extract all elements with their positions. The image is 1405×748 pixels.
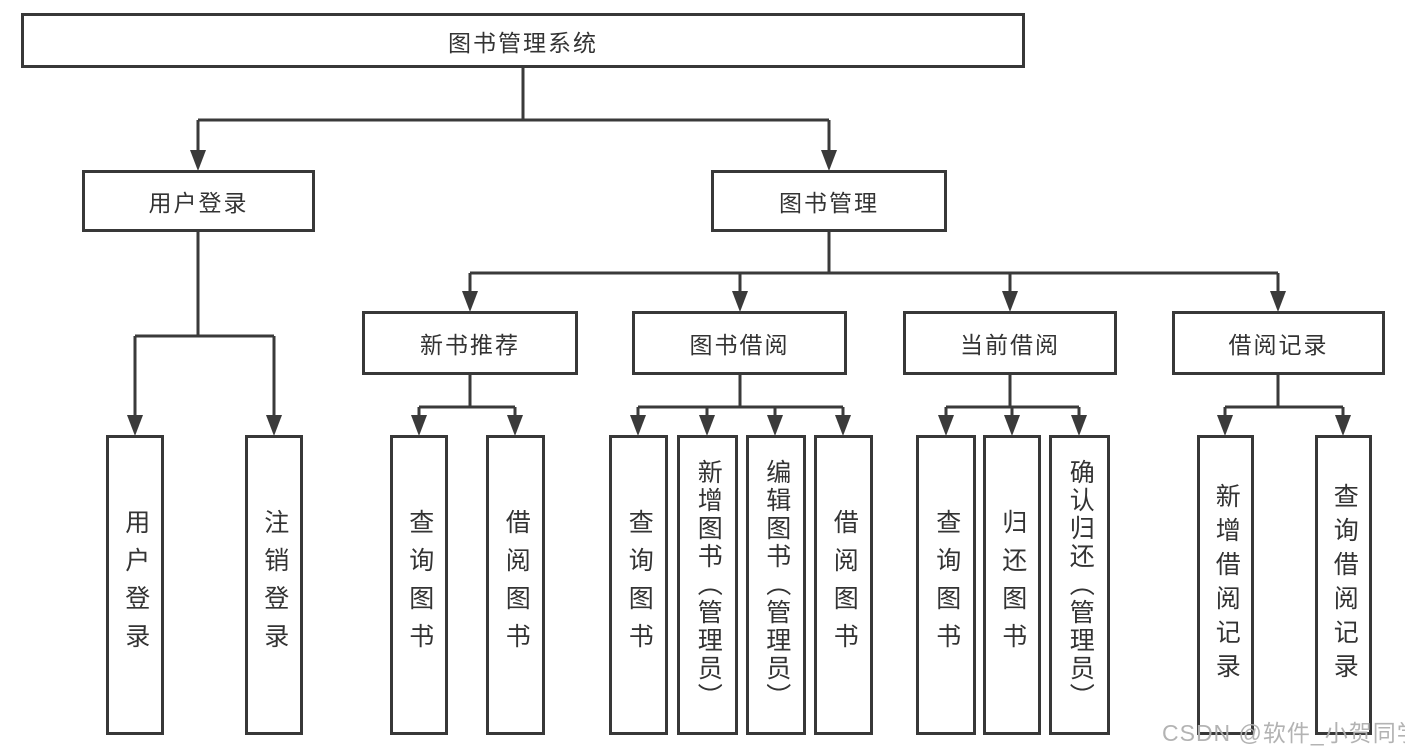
node-book-borrow-label: 图书借阅 <box>689 332 790 358</box>
leaf-logout-label: 注销登录 <box>260 509 289 661</box>
node-borrow-records-label: 借阅记录 <box>1228 332 1329 358</box>
leaf-edit-books-admin-label: 编辑图书（管理员） <box>762 459 791 711</box>
leaf-query-borrow-record-label: 查询借阅记录 <box>1330 483 1359 687</box>
node-book-borrow: 图书借阅 <box>632 311 847 375</box>
node-root: 图书管理系统 <box>21 13 1025 68</box>
node-root-label: 图书管理系统 <box>448 29 598 56</box>
leaf-query-books-3-label: 查询图书 <box>932 509 961 661</box>
leaf-borrow-books-2-label: 借阅图书 <box>830 509 859 661</box>
node-borrow-records: 借阅记录 <box>1172 311 1385 375</box>
leaf-logout: 注销登录 <box>245 435 303 735</box>
leaf-confirm-return-admin: 确认归还（管理员） <box>1049 435 1110 735</box>
node-current-borrow: 当前借阅 <box>903 311 1117 375</box>
leaf-query-books-2: 查询图书 <box>609 435 668 735</box>
leaf-query-books-3: 查询图书 <box>916 435 976 735</box>
leaf-borrow-books-2: 借阅图书 <box>814 435 873 735</box>
node-new-book-recommend: 新书推荐 <box>362 311 578 375</box>
leaf-return-books: 归还图书 <box>983 435 1041 735</box>
csdn-watermark: CSDN @软件_小贺同学 <box>1162 720 1405 746</box>
leaf-edit-books-admin: 编辑图书（管理员） <box>746 435 806 735</box>
leaf-user-login: 用户登录 <box>106 435 164 735</box>
node-user-login-label: 用户登录 <box>148 190 249 216</box>
leaf-add-borrow-record: 新增借阅记录 <box>1197 435 1254 735</box>
leaf-query-books-2-label: 查询图书 <box>625 509 654 661</box>
leaf-borrow-books-1: 借阅图书 <box>486 435 545 735</box>
leaf-user-login-label: 用户登录 <box>121 509 150 661</box>
node-book-management-label: 图书管理 <box>779 190 879 216</box>
leaf-confirm-return-admin-label: 确认归还（管理员） <box>1066 459 1095 711</box>
arrowheads <box>127 150 1351 436</box>
node-new-book-recommend-label: 新书推荐 <box>420 332 520 358</box>
leaf-add-books-admin: 新增图书（管理员） <box>677 435 738 735</box>
leaf-borrow-books-1-label: 借阅图书 <box>502 509 531 661</box>
node-current-borrow-label: 当前借阅 <box>960 332 1060 358</box>
leaf-query-borrow-record: 查询借阅记录 <box>1315 435 1372 735</box>
leaf-add-borrow-record-label: 新增借阅记录 <box>1212 483 1241 687</box>
leaf-query-books-1-label: 查询图书 <box>405 509 434 661</box>
leaf-add-books-admin-label: 新增图书（管理员） <box>694 459 723 711</box>
leaf-query-books-1: 查询图书 <box>390 435 448 735</box>
node-user-login: 用户登录 <box>82 170 315 232</box>
node-book-management: 图书管理 <box>711 170 947 232</box>
leaf-return-books-label: 归还图书 <box>998 509 1027 661</box>
